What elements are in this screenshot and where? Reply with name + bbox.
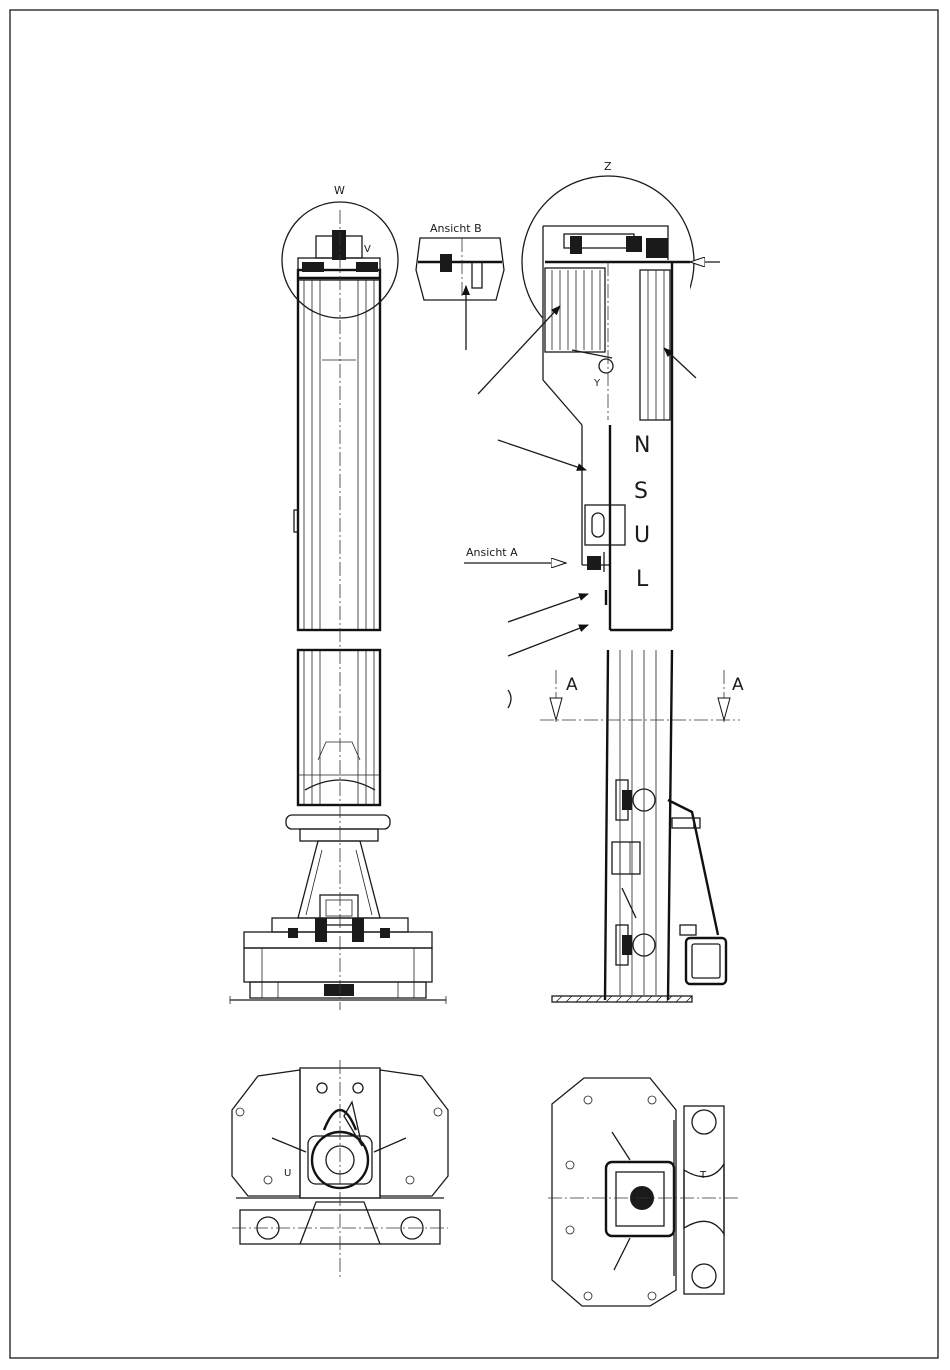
- plan-view-right: [548, 1078, 740, 1306]
- side-view: [464, 176, 740, 1002]
- view-b-label: Ansicht B: [430, 222, 482, 235]
- marking-letter-l: L: [636, 567, 649, 592]
- view-a-label: Ansicht A: [466, 546, 518, 559]
- section-label-a-left: A: [566, 675, 578, 695]
- section-label-a-right: A: [732, 675, 744, 695]
- detail-label-z: Z: [604, 160, 612, 173]
- plan-view-left: [232, 1060, 448, 1280]
- marking-letter-s: S: [634, 479, 648, 504]
- sheet-border: [10, 10, 938, 1358]
- view-b-detail: [416, 238, 504, 350]
- detail-label-v: V: [364, 244, 371, 255]
- detail-label-y: Y: [593, 378, 601, 389]
- front-view: [230, 202, 446, 1010]
- label-u: U: [284, 1168, 291, 1179]
- detail-label-w: W: [334, 184, 345, 197]
- marking-letter-u: U: [634, 523, 650, 548]
- marking-letter-n: N: [634, 433, 650, 458]
- label-t: T: [699, 1170, 707, 1181]
